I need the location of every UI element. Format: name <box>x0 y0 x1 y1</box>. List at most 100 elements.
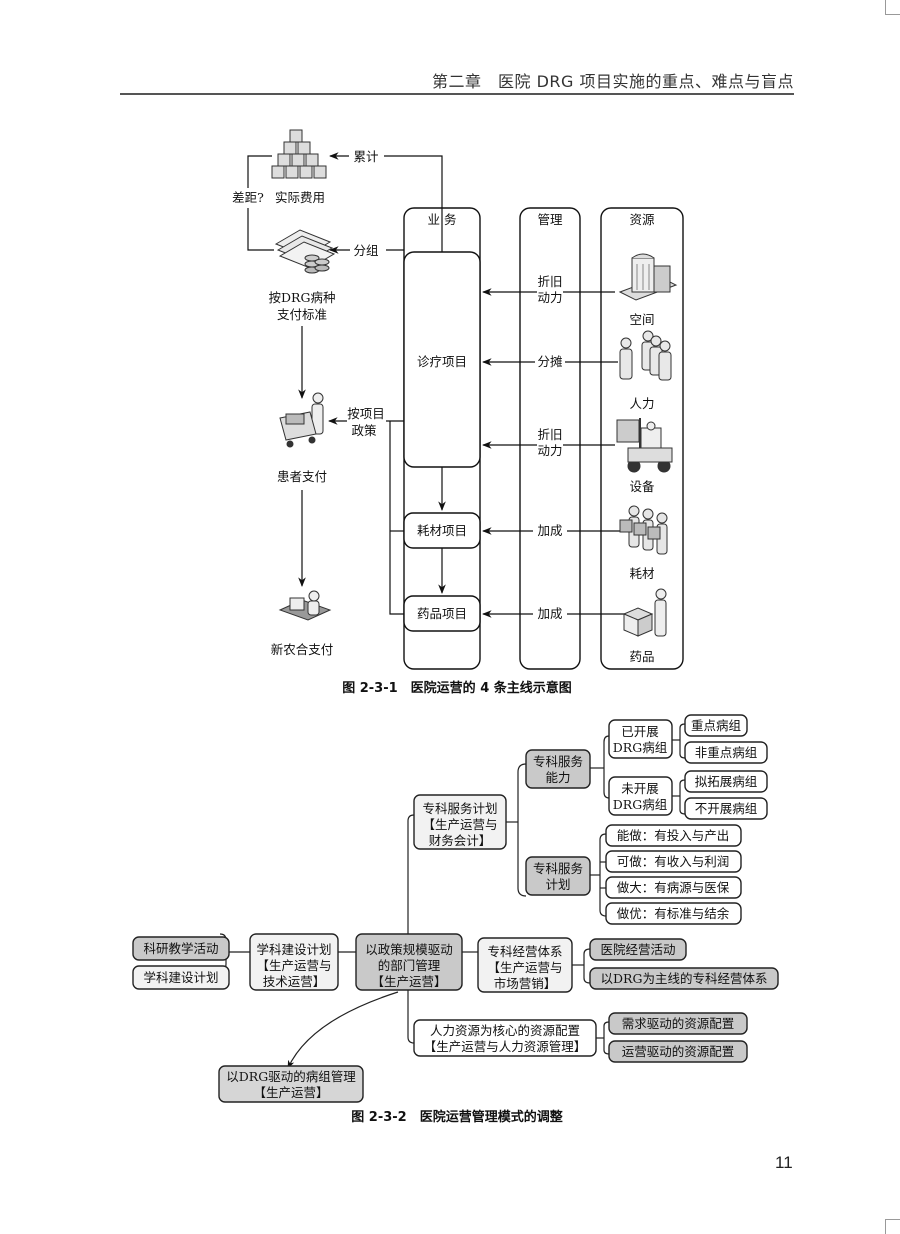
management-column <box>519 207 581 670</box>
drugs-mgmt: 加成 <box>537 606 562 621</box>
resources-column <box>600 207 684 670</box>
figure-2-caption: 图 2-3-2 医院运营管理模式的调整 <box>351 1109 563 1125</box>
svg-text:【生产运营与: 【生产运营与 <box>256 958 331 973</box>
svg-text:学科建设计划: 学科建设计划 <box>143 970 218 985</box>
drg-mgmt-node: 以DRG驱动的病组管理 【生产运营】 <box>218 1065 364 1103</box>
grouping-label: 分组 <box>353 243 378 258</box>
resources-header: 资源 <box>629 212 655 227</box>
not-opened-node: 未开展 DRG病组 <box>608 776 673 816</box>
svg-text:【生产运营】: 【生产运营】 <box>253 1085 328 1100</box>
planned-group-node: 拟拓展病组 <box>684 770 768 793</box>
space-mgmt-l1: 折旧 <box>537 274 562 289</box>
svg-text:医院经营活动: 医院经营活动 <box>600 942 675 957</box>
svg-text:【生产运营与人力资源管理】: 【生产运营与人力资源管理】 <box>424 1039 587 1054</box>
discipline-plan-node: 学科建设计划 <box>132 965 230 990</box>
drg-ops-node: 以DRG为主线的专科经营体系 <box>589 967 779 990</box>
svg-text:做优：有标准与结余: 做优：有标准与结余 <box>617 906 730 921</box>
svg-text:可做：有收入与利润: 可做：有收入与利润 <box>617 854 730 869</box>
key-group-node: 重点病组 <box>684 714 748 737</box>
svg-text:未开展: 未开展 <box>621 781 659 796</box>
equip-mgmt-l1: 折旧 <box>537 427 562 442</box>
svg-text:专科服务计划: 专科服务计划 <box>422 801 497 816</box>
svg-text:市场营销】: 市场营销】 <box>494 976 557 991</box>
header-rule <box>120 93 794 95</box>
running-header: 第二章 医院 DRG 项目实施的重点、难点与盲点 <box>431 72 794 91</box>
svg-text:已开展: 已开展 <box>621 724 659 739</box>
crop-mark-top-right <box>885 0 900 15</box>
resource-drugs: 药品 <box>629 649 654 664</box>
do-big-node: 做大：有病源与医保 <box>605 876 742 899</box>
svg-text:拟拓展病组: 拟拓展病组 <box>695 774 758 789</box>
svg-text:【生产运营与: 【生产运营与 <box>487 960 562 975</box>
item-policy-l1: 按项目 <box>347 406 385 421</box>
may-do-node: 可做：有收入与利润 <box>605 850 742 873</box>
people-icon <box>619 330 672 381</box>
capability-node: 专科服务 能力 <box>525 749 591 789</box>
gap-bracket-top <box>247 155 272 188</box>
worker-box-icon <box>622 588 667 637</box>
diagnosis-label: 诊疗项目 <box>417 354 467 369</box>
svg-text:以DRG为主线的专科经营体系: 以DRG为主线的专科经营体系 <box>601 971 768 986</box>
resource-space: 空间 <box>629 312 654 327</box>
accumulate-label: 累计 <box>353 149 378 164</box>
svg-text:【生产运营与: 【生产运营与 <box>422 817 497 832</box>
svg-text:的部门管理: 的部门管理 <box>378 958 441 973</box>
svg-text:计划: 计划 <box>545 877 570 892</box>
svg-text:专科服务: 专科服务 <box>533 861 583 876</box>
page-number: 11 <box>775 1153 793 1172</box>
svg-text:技术运营】: 技术运营】 <box>263 974 326 989</box>
svg-text:科研教学活动: 科研教学活动 <box>143 941 218 956</box>
svg-text:以政策规模驱动: 以政策规模驱动 <box>365 942 453 957</box>
management-header: 管理 <box>537 212 563 227</box>
building-icon <box>618 253 678 301</box>
center-node: 以政策规模驱动 的部门管理 【生产运营】 <box>355 933 463 991</box>
svg-text:不开展病组: 不开展病组 <box>695 801 758 816</box>
computer-user-icon <box>278 590 332 621</box>
shopping-cart-icon <box>279 392 324 448</box>
svg-text:人力资源为核心的资源配置: 人力资源为核心的资源配置 <box>430 1023 580 1038</box>
opened-node: 已开展 DRG病组 <box>608 719 673 759</box>
consumables-label: 耗材项目 <box>417 523 467 538</box>
research-node: 科研教学活动 <box>132 936 230 961</box>
drg-std-l2: 支付标准 <box>277 307 327 322</box>
resource-consumables: 耗材 <box>629 566 654 581</box>
svg-text:能力: 能力 <box>545 770 570 785</box>
actual-cost-label: 实际费用 <box>275 190 325 205</box>
gap-bracket-bottom <box>247 208 274 251</box>
ops-alloc-node: 运营驱动的资源配置 <box>608 1040 748 1063</box>
service-plan-node: 专科服务 计划 <box>525 856 591 896</box>
svg-text:【生产运营】: 【生产运营】 <box>371 974 446 989</box>
svg-text:需求驱动的资源配置: 需求驱动的资源配置 <box>622 1016 735 1031</box>
arrow-to-drg-mgmt <box>287 991 399 1069</box>
labor-mgmt: 分摊 <box>537 354 562 369</box>
resource-equipment: 设备 <box>629 479 655 494</box>
gap-label: 差距? <box>232 190 264 205</box>
svg-text:专科经营体系: 专科经营体系 <box>487 944 562 959</box>
line-items-bracket <box>389 421 404 615</box>
drugs-label: 药品项目 <box>417 606 467 621</box>
figure-1-diagram: 业 务 管理 资源 诊疗项目 耗材项目 药品项目 折旧 动力 分摊 折旧 动力 … <box>232 129 684 696</box>
hospital-ops-node: 医院经营活动 <box>589 938 687 961</box>
cons-mgmt: 加成 <box>537 523 562 538</box>
operation-node: 专科经营体系 【生产运营与 市场营销】 <box>477 937 573 993</box>
ncms-pay-label: 新农合支付 <box>271 642 334 657</box>
hr-node: 人力资源为核心的资源配置 【生产运营与人力资源管理】 <box>413 1019 597 1057</box>
svg-text:运营驱动的资源配置: 运营驱动的资源配置 <box>622 1044 735 1059</box>
cost-blocks-icon <box>271 129 327 179</box>
specialty-plan-node: 专科服务计划 【生产运营与 财务会计】 <box>413 794 507 850</box>
discipline-node: 学科建设计划 【生产运营与 技术运营】 <box>249 933 339 991</box>
item-policy-l2: 政策 <box>351 423 377 438</box>
svg-text:能做：有投入与产出: 能做：有投入与产出 <box>617 828 730 843</box>
svg-text:以DRG驱动的病组管理: 以DRG驱动的病组管理 <box>226 1069 356 1084</box>
drg-std-l1: 按DRG病种 <box>269 290 336 305</box>
non-key-group-node: 非重点病组 <box>684 741 768 764</box>
figure-2-diagram: 以政策规模驱动 的部门管理 【生产运营】 学科建设计划 【生产运营与 技术运营】… <box>132 714 779 1125</box>
svg-text:学科建设计划: 学科建设计划 <box>256 942 331 957</box>
svg-text:做大：有病源与医保: 做大：有病源与医保 <box>617 880 730 895</box>
demand-alloc-node: 需求驱动的资源配置 <box>608 1012 748 1035</box>
svg-text:DRG病组: DRG病组 <box>613 797 667 812</box>
svg-text:财务会计】: 财务会计】 <box>429 833 492 848</box>
resource-labor: 人力 <box>629 396 654 411</box>
svg-text:非重点病组: 非重点病组 <box>695 745 758 760</box>
line-accumulate <box>384 155 443 252</box>
